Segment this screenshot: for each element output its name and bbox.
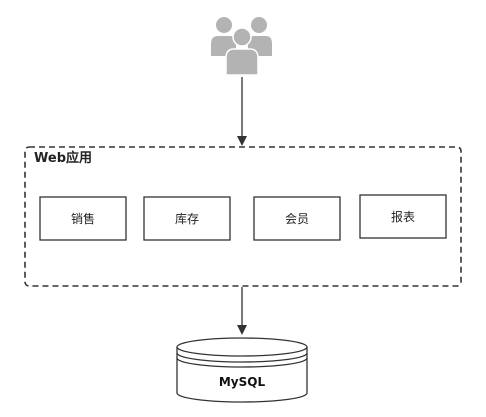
module-reports: 报表: [359, 194, 447, 239]
module-reports-label: 报表: [391, 209, 415, 224]
web-app-label: Web应用: [34, 150, 92, 166]
module-inventory: 库存: [143, 196, 231, 241]
module-sales: 销售: [39, 196, 127, 241]
module-members-label: 会员: [285, 212, 309, 226]
database-cylinder-icon: [176, 337, 308, 403]
users-group-icon: [211, 17, 272, 76]
database-label: MySQL: [219, 375, 266, 389]
web-app-group: Web应用: [24, 146, 462, 287]
module-sales-label: 销售: [71, 211, 95, 226]
module-members: 会员: [253, 196, 341, 241]
module-inventory-label: 库存: [175, 211, 199, 226]
